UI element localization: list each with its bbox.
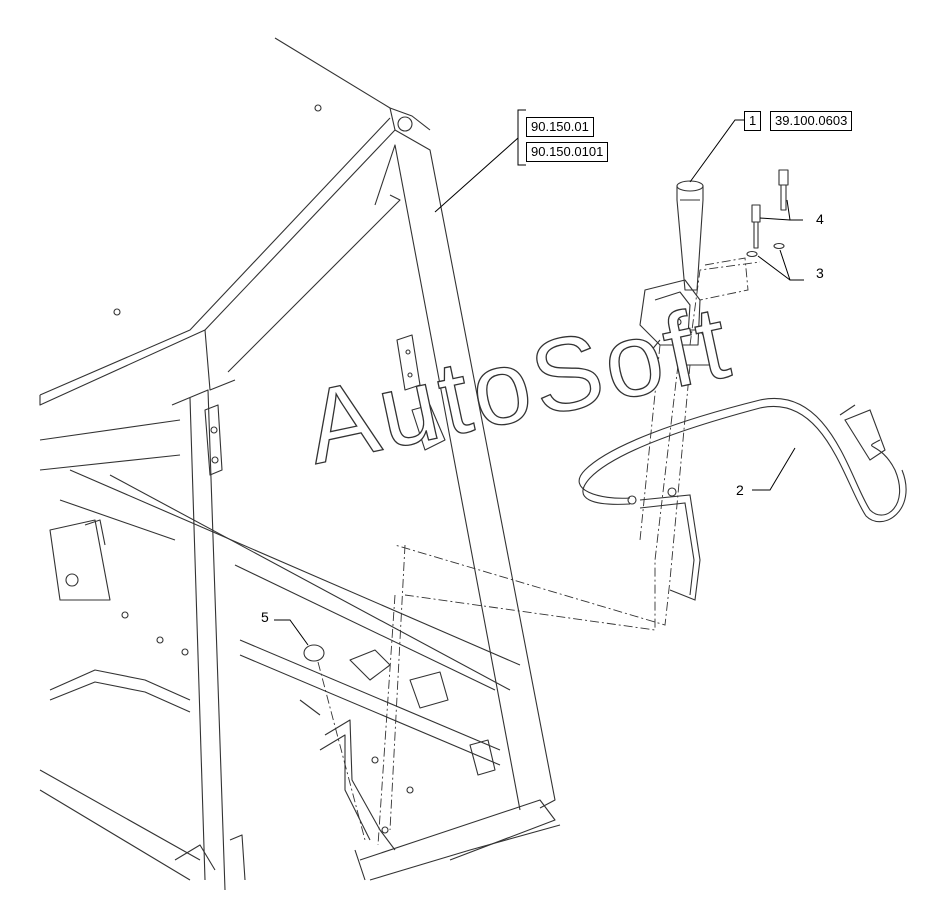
reference-box-b[interactable]: 90.150.0101 bbox=[526, 142, 609, 162]
plug-part bbox=[303, 644, 325, 662]
cab-frame-drawing bbox=[39, 37, 561, 891]
part-number-box[interactable]: 39.100.0603 bbox=[770, 111, 853, 131]
leader-lines bbox=[274, 109, 804, 646]
reference-box-a[interactable]: 90.150.01 bbox=[526, 117, 594, 137]
brake-lever-assembly bbox=[639, 169, 789, 366]
callout-5[interactable]: 5 bbox=[261, 609, 269, 625]
brake-cable bbox=[578, 397, 907, 601]
callout-4[interactable]: 4 bbox=[816, 211, 824, 227]
callout-3[interactable]: 3 bbox=[816, 265, 824, 281]
callout-2[interactable]: 2 bbox=[736, 482, 744, 498]
item-number-box[interactable]: 1 bbox=[744, 111, 762, 131]
phantom-lines bbox=[317, 257, 761, 846]
